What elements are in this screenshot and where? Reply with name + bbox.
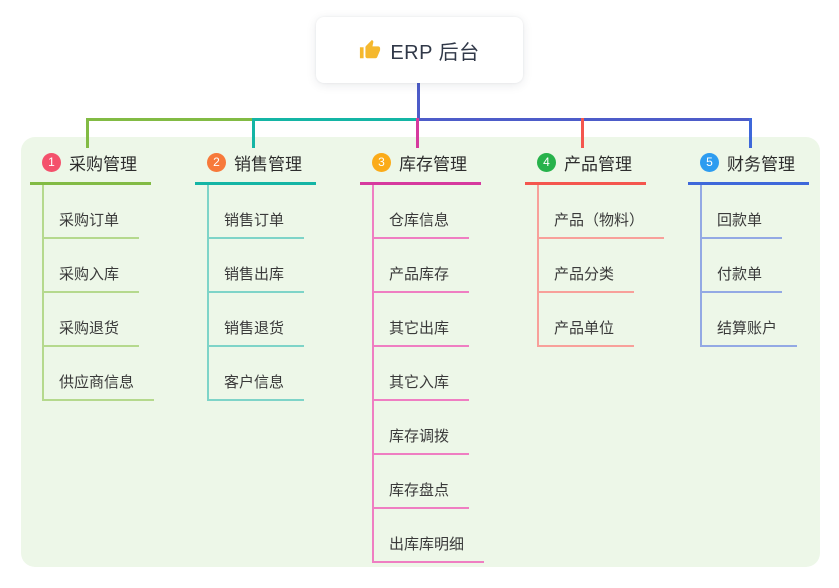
branch-node[interactable]: 4 产品管理 <box>525 150 646 185</box>
root-node[interactable]: ERP 后台 <box>316 17 523 83</box>
child-node[interactable]: 产品库存 <box>374 239 470 293</box>
children-group: 销售订单销售出库销售退货客户信息 <box>207 185 305 401</box>
child-node[interactable]: 客户信息 <box>209 347 305 401</box>
branch-销售管理: 2 销售管理销售订单销售出库销售退货客户信息 <box>195 150 316 401</box>
branch-number-badge: 3 <box>372 153 391 172</box>
branch-label: 采购管理 <box>69 155 137 174</box>
branch-1-connector-line <box>86 118 89 148</box>
child-node[interactable]: 供应商信息 <box>44 347 155 401</box>
child-node[interactable]: 回款单 <box>702 185 783 239</box>
child-node[interactable]: 产品单位 <box>539 293 635 347</box>
branch-4-connector-line <box>581 118 584 148</box>
branch-财务管理: 5 财务管理回款单付款单结算账户 <box>688 150 809 347</box>
thumbs-up-icon <box>359 39 381 61</box>
child-node[interactable]: 产品分类 <box>539 239 635 293</box>
root-label: ERP 后台 <box>390 41 480 64</box>
root-connector-line <box>417 83 420 119</box>
branch-node[interactable]: 1 采购管理 <box>30 150 151 185</box>
branch-label: 财务管理 <box>727 155 795 174</box>
children-group: 仓库信息产品库存其它出库其它入库库存调拨库存盘点出库库明细 <box>372 185 485 563</box>
children-group: 产品（物料）产品分类产品单位 <box>537 185 665 347</box>
branch-number-badge: 2 <box>207 153 226 172</box>
branch-number-badge: 5 <box>700 153 719 172</box>
trunk-segment-green <box>86 118 254 121</box>
branch-node[interactable]: 5 财务管理 <box>688 150 809 185</box>
child-node[interactable]: 库存调拨 <box>374 401 470 455</box>
child-node[interactable]: 销售订单 <box>209 185 305 239</box>
branch-node[interactable]: 3 库存管理 <box>360 150 481 185</box>
branch-2-connector-line <box>252 118 255 148</box>
child-node[interactable]: 库存盘点 <box>374 455 470 509</box>
child-node[interactable]: 仓库信息 <box>374 185 470 239</box>
branches-backdrop <box>21 137 820 567</box>
branch-label: 库存管理 <box>399 155 467 174</box>
child-node[interactable]: 采购入库 <box>44 239 140 293</box>
child-node[interactable]: 产品（物料） <box>539 185 665 239</box>
branch-3-connector-line <box>416 118 419 148</box>
child-node[interactable]: 其它入库 <box>374 347 470 401</box>
child-node[interactable]: 销售出库 <box>209 239 305 293</box>
branch-采购管理: 1 采购管理采购订单采购入库采购退货供应商信息 <box>30 150 155 401</box>
branch-5-connector-line <box>749 118 752 148</box>
branch-node[interactable]: 2 销售管理 <box>195 150 316 185</box>
child-node[interactable]: 采购订单 <box>44 185 140 239</box>
child-node[interactable]: 付款单 <box>702 239 783 293</box>
trunk-segment-teal <box>252 118 418 121</box>
child-node[interactable]: 采购退货 <box>44 293 140 347</box>
children-group: 采购订单采购入库采购退货供应商信息 <box>42 185 155 401</box>
branch-库存管理: 3 库存管理仓库信息产品库存其它出库其它入库库存调拨库存盘点出库库明细 <box>360 150 485 563</box>
trunk-segment-indigo <box>418 118 752 121</box>
branch-number-badge: 4 <box>537 153 556 172</box>
branch-number-badge: 1 <box>42 153 61 172</box>
child-node[interactable]: 结算账户 <box>702 293 798 347</box>
branch-label: 销售管理 <box>234 155 302 174</box>
branch-产品管理: 4 产品管理产品（物料）产品分类产品单位 <box>525 150 665 347</box>
child-node[interactable]: 出库库明细 <box>374 509 485 563</box>
child-node[interactable]: 其它出库 <box>374 293 470 347</box>
children-group: 回款单付款单结算账户 <box>700 185 798 347</box>
child-node[interactable]: 销售退货 <box>209 293 305 347</box>
branch-label: 产品管理 <box>564 155 632 174</box>
